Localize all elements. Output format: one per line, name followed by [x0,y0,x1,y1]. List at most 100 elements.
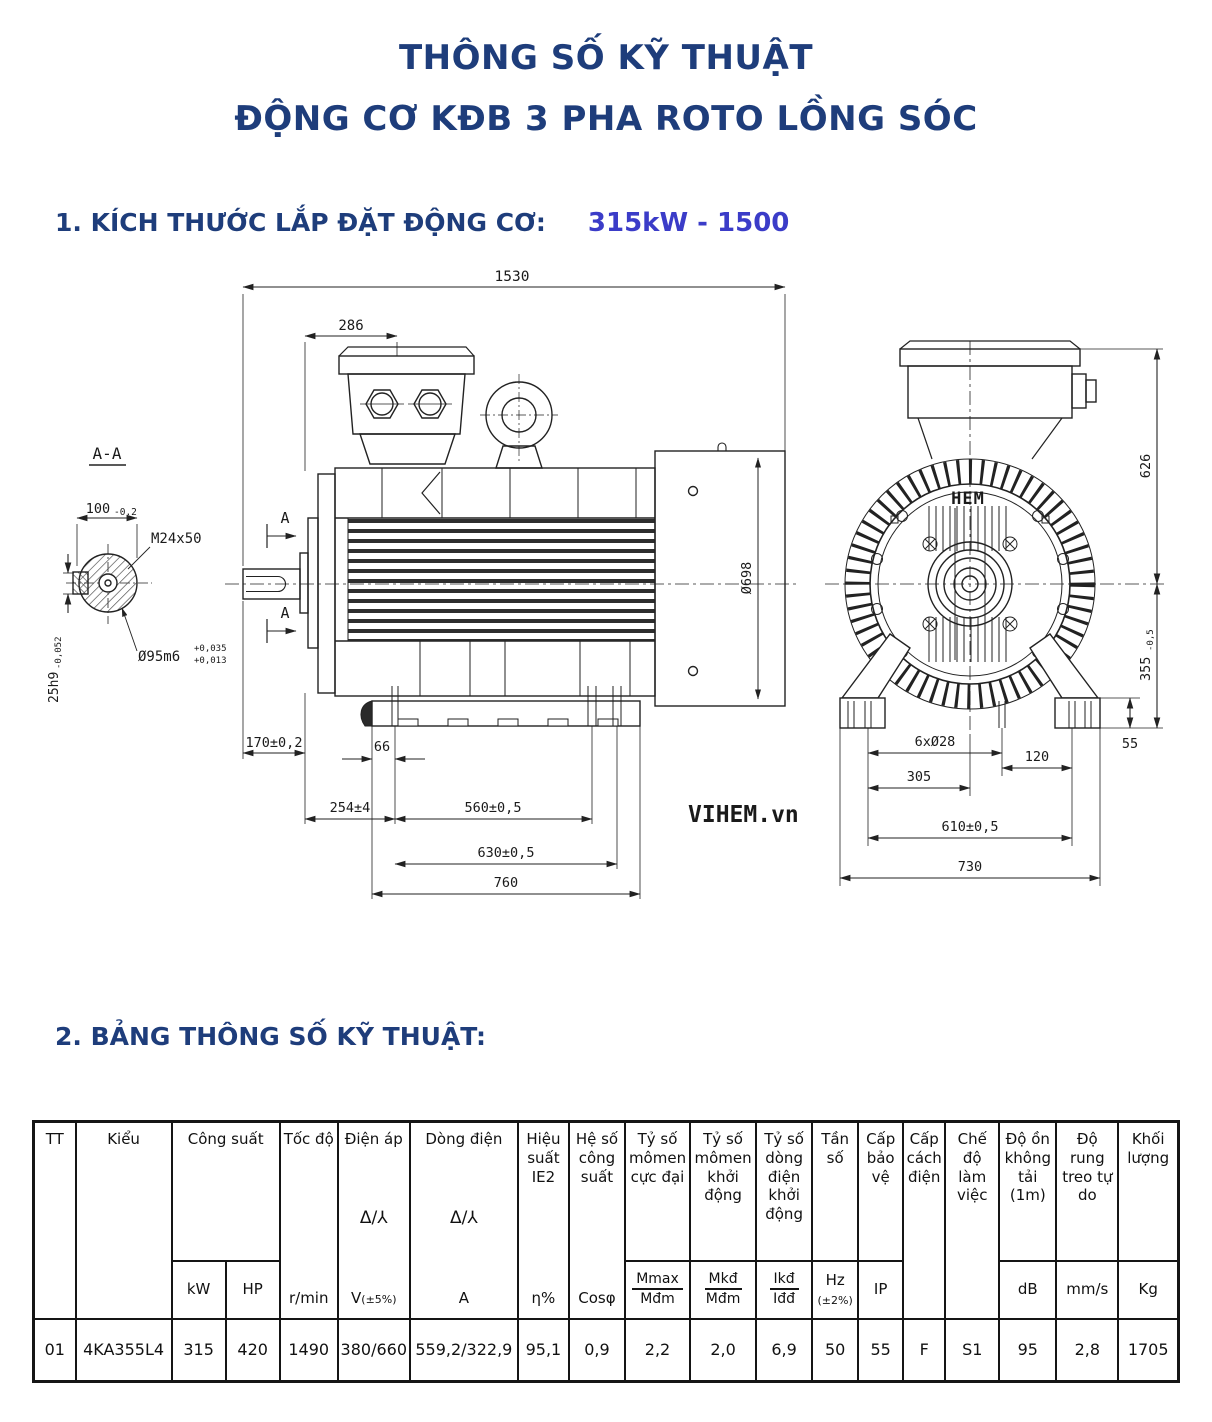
mmax-num: Mmax [632,1271,683,1291]
cell-db: 95 [998,1318,1058,1382]
motor-end-view: HEM 626 355 -0,5 55 [825,340,1165,886]
section1-heading: 1. KÍCH THƯỚC LẮP ĐẶT ĐỘNG CƠ: 315kW - 15… [55,208,789,238]
toc-do-label: Tốc độ [283,1130,334,1148]
he-so-label: Hệ số công suất [575,1130,619,1186]
motor-side-view: Ø698 A A 1530 286 [225,269,800,899]
hz-label: Hz [825,1271,845,1290]
col-header-hieu-suat: Hiệu suất IE2 η% [516,1120,570,1320]
dim-626: 626 [1138,454,1154,478]
col-header-tt: TT [32,1120,77,1320]
cell-a: 559,2/322,9 [408,1318,519,1382]
col-header-dien-ap: Điện áp Δ/⅄ V(±5%) [336,1120,411,1320]
mkd-num: Mkđ [704,1271,742,1291]
dim-610: 610±0,5 [942,819,999,835]
hz-tol: (±2%) [817,1293,853,1307]
dim-355: 355 [1138,657,1154,681]
brand-logo: HEM [951,489,985,509]
unit-v: V [351,1289,362,1308]
ikd-den: Iđđ [773,1291,796,1308]
dim-overall-length: 1530 [495,269,530,285]
unit-cos: Cosφ [578,1289,616,1308]
unit-mms: mm/s [1055,1259,1120,1321]
lifting-eye-icon [480,374,558,469]
section-marker-a-bottom: A [280,604,289,622]
dim-shaft-dia-tol-up: +0,035 [194,644,227,654]
dim-shaft-ext-tol: -0.2 [114,507,137,518]
dim-730: 730 [958,859,982,875]
dim-key-height: 25h9 [47,672,62,703]
col-header-dong-dien: Dòng điện Δ/⅄ A [408,1120,519,1320]
col-header-kieu: Kiểu [74,1120,173,1320]
dim-shaft-dia-tol-dn: +0,013 [194,656,227,666]
dim-shaft-ext: 100 [86,501,110,517]
unit-db: dB [998,1259,1058,1321]
dim-560: 560±0,5 [465,800,522,816]
col-header-dong-dien-khoi-dong: Tỷ số dòng điện khởi động [755,1120,814,1262]
dim-bolt-holes: 6xØ28 [915,734,956,750]
cell-ip: 55 [857,1318,905,1382]
dong-dien-label: Dòng điện [425,1130,503,1148]
motor-spec-value: 315kW - 1500 [587,208,790,238]
col-header-he-so: Hệ số công suất Cosφ [567,1120,626,1320]
table-row: 01 4KA355L4 315 420 1490 380/660 559,2/3… [32,1318,1180,1382]
cell-v: 380/660 [336,1318,411,1382]
page-title-line1: THÔNG SỐ KỸ THUẬT [398,38,814,78]
col-header-che-do: Chế độ làm việc [944,1120,1001,1320]
dim-66: 66 [374,739,390,755]
page-title-line2: ĐỘNG CƠ KĐB 3 PHA ROTO LỒNG SÓC [234,99,978,139]
cell-mms: 2,8 [1055,1318,1120,1382]
unit-kw: kW [170,1259,227,1321]
unit-hp: HP [224,1259,281,1321]
col-header-cap-cach-dien: Cấp cách điện [902,1120,947,1320]
unit-ip: IP [857,1259,905,1321]
col-header-momen-khoi-dong: Tỷ số mômen khởi động [689,1120,758,1262]
dim-box-offset: 286 [338,318,363,334]
cell-tt: 01 [32,1318,77,1382]
cell-hz: 50 [811,1318,860,1382]
cell-rmin: 1490 [278,1318,339,1382]
dim-305: 305 [907,769,931,785]
col-header-cong-suat: Công suất [170,1120,281,1262]
cell-hp: 420 [224,1318,281,1382]
delta-wye-symbol-2: Δ/⅄ [449,1208,478,1229]
dim-key-height-tol: -0,052 [54,636,64,669]
gland-plug-icon [360,389,452,419]
dim-55: 55 [1122,736,1138,752]
dim-key-spec: M24x50 [151,531,202,547]
spec-table: TT Kiểu Công suất Tốc độ r/min Điện áp Δ… [32,1120,1180,1383]
section2-heading: 2. BẢNG THÔNG SỐ KỸ THUẬT: [55,1022,486,1051]
cell-kg: 1705 [1117,1318,1180,1382]
dim-254: 254±4 [330,800,371,816]
section-cut-markers: A A [266,509,297,643]
dim-shaft-dia: Ø95m6 [138,649,180,665]
dim-120: 120 [1025,749,1049,765]
dim-630: 630±0,5 [478,845,535,861]
col-header-toc-do: Tốc độ r/min [278,1120,339,1320]
cell-kw: 315 [170,1318,227,1382]
col-header-cap-bao-ve: Cấp bảo vệ [857,1120,905,1262]
section1-label: 1. KÍCH THƯỚC LẮP ĐẶT ĐỘNG CƠ: [55,208,546,237]
dim-body-dia: Ø698 [739,562,755,595]
cell-eta: 95,1 [516,1318,570,1382]
unit-eta: η% [531,1289,556,1308]
dim-760: 760 [494,875,518,891]
cell-cos: 0,9 [567,1318,626,1382]
delta-wye-symbol: Δ/⅄ [359,1208,388,1229]
mkd-den: Mđm [705,1291,741,1308]
ikd-num: Ikđ [769,1271,799,1291]
section-marker-a-top: A [280,509,289,527]
col-header-do-rung: Độ rung treo tự do [1055,1120,1120,1262]
col-header-tan-so: Tần số [811,1120,860,1262]
unit-v-tol: (±5%) [361,1293,397,1307]
cell-ikd: 6,9 [755,1318,814,1382]
shaft-section-view: A-A 100 -0.2 25h9 -0,052 M24x50 Ø95m6 +0… [47,444,227,703]
col-header-khoi-luong: Khối lượng [1117,1120,1180,1262]
unit-kg: Kg [1117,1259,1180,1321]
hieu-suat-label: Hiệu suất IE2 [526,1130,561,1186]
unit-hz: Hz (±2%) [811,1259,860,1321]
cell-kieu: 4KA355L4 [74,1318,173,1382]
col-header-momen-cuc-dai: Tỷ số mômen cực đại [623,1120,692,1262]
